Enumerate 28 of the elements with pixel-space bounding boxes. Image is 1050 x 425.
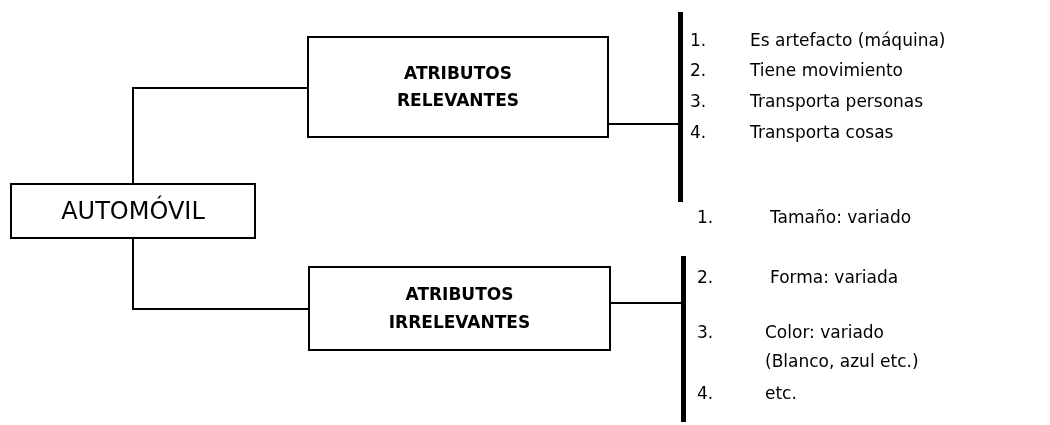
list-number: 4. xyxy=(697,382,714,405)
list-number: 2. xyxy=(697,266,714,289)
connector-line xyxy=(132,87,308,184)
list-number: 4. xyxy=(690,121,707,144)
list-item: Es artefacto (máquina) xyxy=(750,29,946,52)
list-number: 3. xyxy=(690,90,707,113)
category-box xyxy=(307,36,609,138)
list-item: Transporta personas xyxy=(750,90,924,113)
connector-line xyxy=(610,302,682,304)
vertical-bar xyxy=(678,12,683,202)
list-item: Tamaño: variado xyxy=(770,206,912,229)
concept-box xyxy=(10,183,256,239)
list-item: Color: variado (Blanco, azul etc.) xyxy=(765,321,920,373)
list-number: 2. xyxy=(690,59,707,82)
category-box xyxy=(308,266,611,351)
list-item: Transporta cosas xyxy=(750,121,894,144)
list-item: Forma: variada xyxy=(770,266,899,289)
vertical-bar xyxy=(681,256,686,422)
connector-line xyxy=(608,123,679,125)
box-label: AUTOMÓVIL xyxy=(60,194,206,227)
box-label: ATRIBUTOS IRRELEVANTES xyxy=(387,283,532,334)
list-item: Tiene movimiento xyxy=(750,59,903,82)
box-label: ATRIBUTOS RELEVANTES xyxy=(396,61,520,112)
list-number: 3. xyxy=(697,321,714,344)
connector-line xyxy=(132,238,309,310)
list-item: etc. xyxy=(765,382,797,405)
list-number: 1. xyxy=(690,29,707,52)
list-number: 1. xyxy=(697,206,714,229)
